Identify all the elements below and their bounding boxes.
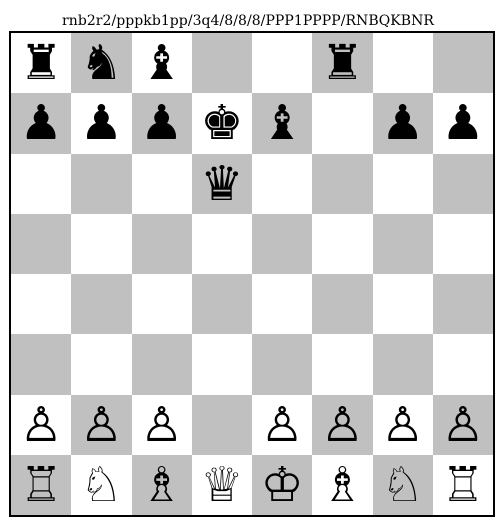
- square-g3[interactable]: [373, 334, 433, 394]
- square-h4[interactable]: [433, 274, 493, 334]
- white-rook-icon[interactable]: ♖: [20, 461, 63, 509]
- square-d4[interactable]: [192, 274, 252, 334]
- square-b5[interactable]: [71, 214, 131, 274]
- square-d6[interactable]: ♛: [192, 154, 252, 214]
- black-rook-icon[interactable]: ♜: [321, 39, 364, 87]
- square-f7[interactable]: [312, 93, 372, 153]
- black-pawn-icon[interactable]: ♟: [80, 99, 123, 147]
- square-e5[interactable]: [252, 214, 312, 274]
- square-d3[interactable]: [192, 334, 252, 394]
- square-c2[interactable]: ♙: [132, 395, 192, 455]
- square-h8[interactable]: [433, 33, 493, 93]
- square-h5[interactable]: [433, 214, 493, 274]
- white-bishop-icon[interactable]: ♗: [321, 461, 364, 509]
- white-rook-icon[interactable]: ♖: [441, 461, 484, 509]
- square-c4[interactable]: [132, 274, 192, 334]
- square-d2[interactable]: [192, 395, 252, 455]
- square-c7[interactable]: ♟: [132, 93, 192, 153]
- square-h1[interactable]: ♖: [433, 455, 493, 515]
- square-e7[interactable]: ♝: [252, 93, 312, 153]
- square-c3[interactable]: [132, 334, 192, 394]
- square-d5[interactable]: [192, 214, 252, 274]
- square-d8[interactable]: [192, 33, 252, 93]
- square-f8[interactable]: ♜: [312, 33, 372, 93]
- square-e6[interactable]: [252, 154, 312, 214]
- white-bishop-icon[interactable]: ♗: [140, 461, 183, 509]
- black-pawn-icon[interactable]: ♟: [381, 99, 424, 147]
- square-b7[interactable]: ♟: [71, 93, 131, 153]
- square-f4[interactable]: [312, 274, 372, 334]
- black-knight-icon[interactable]: ♞: [80, 39, 123, 87]
- square-a1[interactable]: ♖: [11, 455, 71, 515]
- square-g1[interactable]: ♘: [373, 455, 433, 515]
- square-g2[interactable]: ♙: [373, 395, 433, 455]
- square-d7[interactable]: ♚: [192, 93, 252, 153]
- white-pawn-icon[interactable]: ♙: [80, 401, 123, 449]
- square-a6[interactable]: [11, 154, 71, 214]
- black-pawn-icon[interactable]: ♟: [441, 99, 484, 147]
- black-bishop-icon[interactable]: ♝: [261, 99, 304, 147]
- square-h7[interactable]: ♟: [433, 93, 493, 153]
- white-pawn-icon[interactable]: ♙: [321, 401, 364, 449]
- square-f3[interactable]: [312, 334, 372, 394]
- black-king-icon[interactable]: ♚: [200, 99, 243, 147]
- square-e1[interactable]: ♔: [252, 455, 312, 515]
- square-h3[interactable]: [433, 334, 493, 394]
- black-rook-icon[interactable]: ♜: [20, 39, 63, 87]
- square-f5[interactable]: [312, 214, 372, 274]
- square-a5[interactable]: [11, 214, 71, 274]
- square-h2[interactable]: ♙: [433, 395, 493, 455]
- square-g5[interactable]: [373, 214, 433, 274]
- square-c1[interactable]: ♗: [132, 455, 192, 515]
- black-pawn-icon[interactable]: ♟: [20, 99, 63, 147]
- square-b3[interactable]: [71, 334, 131, 394]
- square-c8[interactable]: ♝: [132, 33, 192, 93]
- square-f2[interactable]: ♙: [312, 395, 372, 455]
- black-queen-icon[interactable]: ♛: [200, 160, 243, 208]
- chess-board[interactable]: ♜ ♞ ♝ ♜ ♟ ♟ ♟ ♚ ♝ ♟ ♟ ♛ ♙ ♙ ♙ ♙ ♙ ♙ ♙ ♖ ♘ ♗ ♕ ♔ ♗ ♘ ♖: [9, 31, 495, 517]
- white-king-icon[interactable]: ♔: [261, 461, 304, 509]
- square-f1[interactable]: ♗: [312, 455, 372, 515]
- square-c6[interactable]: [132, 154, 192, 214]
- square-a8[interactable]: ♜: [11, 33, 71, 93]
- square-b4[interactable]: [71, 274, 131, 334]
- white-queen-icon[interactable]: ♕: [200, 461, 243, 509]
- white-knight-icon[interactable]: ♘: [80, 461, 123, 509]
- square-g8[interactable]: [373, 33, 433, 93]
- square-d1[interactable]: ♕: [192, 455, 252, 515]
- fen-string: rnb2r2/pppkb1pp/3q4/8/8/8/PPP1PPPP/RNBQK…: [0, 10, 496, 32]
- square-a3[interactable]: [11, 334, 71, 394]
- square-e8[interactable]: [252, 33, 312, 93]
- square-c5[interactable]: [132, 214, 192, 274]
- square-f6[interactable]: [312, 154, 372, 214]
- square-b2[interactable]: ♙: [71, 395, 131, 455]
- square-b8[interactable]: ♞: [71, 33, 131, 93]
- white-pawn-icon[interactable]: ♙: [441, 401, 484, 449]
- white-pawn-icon[interactable]: ♙: [140, 401, 183, 449]
- square-g7[interactable]: ♟: [373, 93, 433, 153]
- square-b1[interactable]: ♘: [71, 455, 131, 515]
- square-a7[interactable]: ♟: [11, 93, 71, 153]
- square-b6[interactable]: [71, 154, 131, 214]
- white-pawn-icon[interactable]: ♙: [381, 401, 424, 449]
- square-e2[interactable]: ♙: [252, 395, 312, 455]
- black-bishop-icon[interactable]: ♝: [140, 39, 183, 87]
- white-pawn-icon[interactable]: ♙: [20, 401, 63, 449]
- square-a2[interactable]: ♙: [11, 395, 71, 455]
- square-e4[interactable]: [252, 274, 312, 334]
- black-pawn-icon[interactable]: ♟: [140, 99, 183, 147]
- square-a4[interactable]: [11, 274, 71, 334]
- white-pawn-icon[interactable]: ♙: [261, 401, 304, 449]
- square-g4[interactable]: [373, 274, 433, 334]
- white-knight-icon[interactable]: ♘: [381, 461, 424, 509]
- square-e3[interactable]: [252, 334, 312, 394]
- square-g6[interactable]: [373, 154, 433, 214]
- square-h6[interactable]: [433, 154, 493, 214]
